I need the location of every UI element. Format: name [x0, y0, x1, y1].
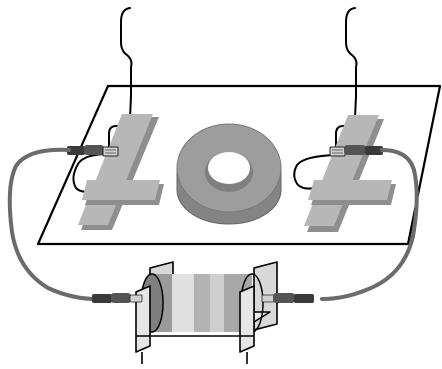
toroid-ring	[177, 124, 281, 224]
right-clip	[330, 145, 383, 156]
coil-left-clip	[92, 293, 142, 303]
left-clip	[67, 145, 118, 156]
